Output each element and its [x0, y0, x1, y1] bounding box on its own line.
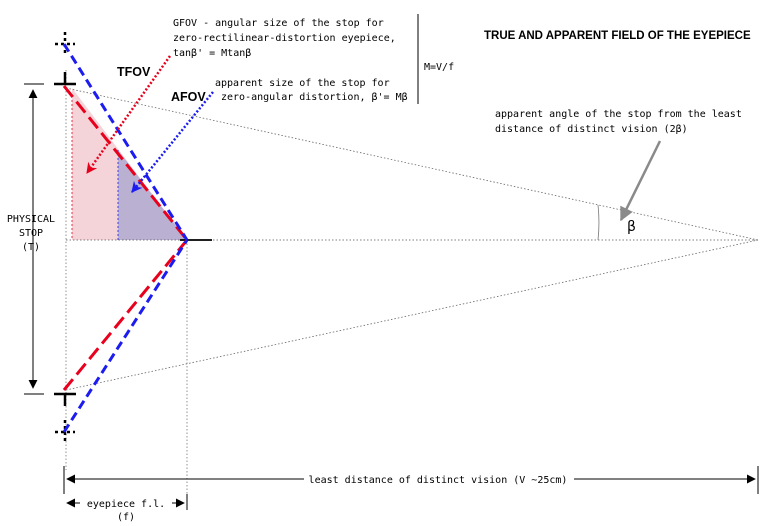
- physical-stop-label-line1: PHYSICAL: [7, 214, 55, 225]
- lower-sight-line: [65, 239, 759, 391]
- distance-label: least distance of distinct vision (V ~25…: [309, 475, 568, 486]
- beta-label: β: [627, 219, 636, 235]
- afov-ray-upper: [62, 43, 189, 241]
- physical-stop-label-line3: (T): [22, 242, 40, 253]
- afov-pointer-arrow: [131, 91, 214, 193]
- focal-length-label-line2: (f): [117, 512, 135, 523]
- apparent-angle-label-line1: apparent angle of the stop from the leas…: [495, 109, 742, 120]
- afov-label-line1: apparent size of the stop for: [215, 78, 390, 89]
- afov-label: AFOV: [171, 90, 206, 104]
- lower-stop-marker: [54, 392, 76, 406]
- physical-stop-label-line2: STOP: [19, 228, 43, 239]
- magnification-formula: M=V/f: [424, 62, 454, 73]
- tfov-ray-lower: [62, 239, 189, 391]
- upper-stop-marker: [54, 72, 76, 86]
- focal-label-background: [80, 497, 172, 509]
- beta-angle-arc: [597, 204, 600, 241]
- afov-ray-lower: [62, 239, 189, 433]
- gfov-label-line3: tanβ' = Mtanβ: [173, 48, 251, 59]
- distance-label-background: [304, 471, 574, 487]
- apparent-angle-label-line2: distance of distinct vision (2β): [495, 124, 688, 135]
- focal-length-label-line1: eyepiece f.l.: [87, 499, 165, 510]
- gfov-label-line1: GFOV - angular size of the stop for: [173, 18, 384, 29]
- afov-label-line2: zero-angular distortion, β'= Mβ: [221, 92, 408, 103]
- tfov-label: TFOV: [117, 65, 151, 79]
- gfov-label-line2: zero-rectilinear-distortion eyepiece,: [173, 33, 396, 44]
- upper-sight-line: [65, 87, 759, 241]
- tfov-ray-upper: [62, 85, 189, 241]
- diagram-title: TRUE AND APPARENT FIELD OF THE EYEPIECE: [484, 30, 751, 42]
- apparent-angle-pointer-arrow: [619, 140, 662, 222]
